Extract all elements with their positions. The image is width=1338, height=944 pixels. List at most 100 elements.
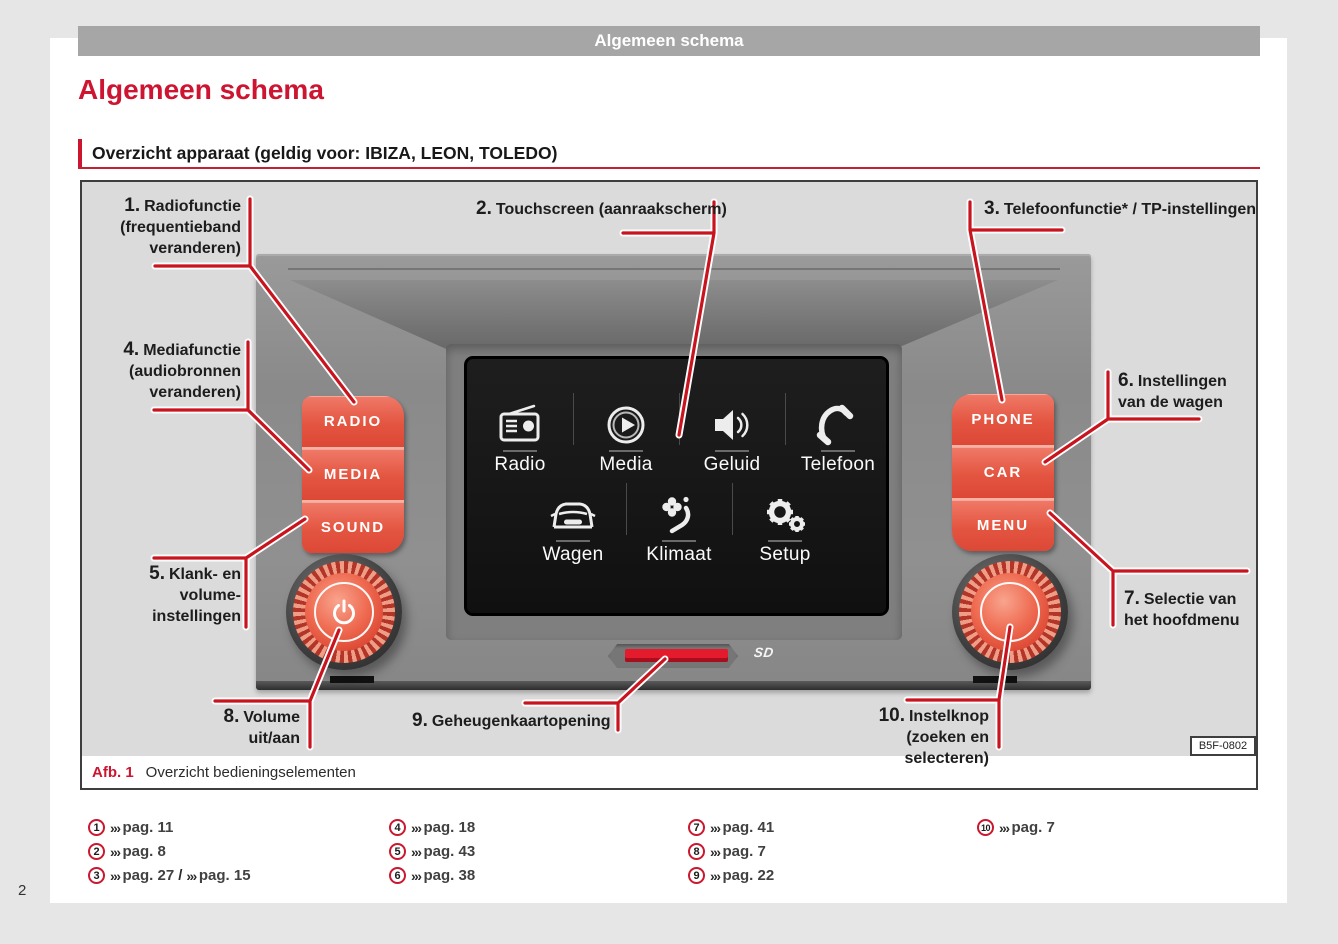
phone-button[interactable]: PHONE (952, 394, 1054, 447)
media-button[interactable]: MEDIA (302, 449, 404, 502)
callout-1: 1.Radiofunctie (frequentieband verandere… (120, 195, 241, 257)
car-button[interactable]: CAR (952, 447, 1054, 500)
tile-underline (768, 540, 802, 542)
touchscreen[interactable]: Radio Media (464, 356, 889, 616)
reference-chevrons: ››› (110, 819, 121, 836)
sd-logo: SD (752, 645, 775, 660)
ref-number-badge: 3 (88, 867, 105, 884)
climate-fan-icon (655, 481, 703, 537)
screen-tile-setup[interactable]: Setup (732, 481, 838, 577)
reference-chevrons: ››› (110, 867, 121, 884)
reference-chevrons: ››› (999, 819, 1010, 836)
reference-5: 5 ››› pag. 43 (389, 843, 475, 860)
figure-caption: Afb. 1 Overzicht bedieningselementen (82, 756, 1256, 788)
ref-number-badge: 8 (688, 843, 705, 860)
ref-page-link[interactable]: pag. 41 (722, 819, 775, 836)
reference-chevrons: ››› (110, 843, 121, 860)
figure-code: B5F-0802 (1190, 736, 1256, 756)
sound-button[interactable]: SOUND (302, 502, 404, 553)
tile-label: Telefoon (800, 454, 876, 475)
ref-number-badge: 7 (688, 819, 705, 836)
page-number: 2 (18, 882, 27, 899)
screen-tile-media[interactable]: Media (573, 391, 679, 487)
ref-page-link[interactable]: pag. 18 (423, 819, 476, 836)
reference-chevrons: ››› (411, 843, 422, 860)
running-header: Algemeen schema (78, 26, 1260, 56)
callout-10: 10.Instelknop (zoeken en selecteren) (878, 705, 989, 767)
screen-tile-radio[interactable]: Radio (467, 391, 573, 487)
callout-5: 5.Klank- en volume- instellingen (149, 563, 241, 625)
ref-number-badge: 2 (88, 843, 105, 860)
left-button-column: RADIO MEDIA SOUND (302, 396, 404, 553)
tile-label: Radio (494, 454, 546, 475)
figure-caption-label: Afb. 1 (92, 763, 134, 781)
device-groove (288, 268, 1060, 270)
reference-chevrons: ››› (411, 867, 422, 884)
radio-icon (496, 391, 544, 447)
subtitle-accent-bar (78, 139, 82, 167)
callout-3: 3.Telefoonfunctie* / TP-instellingen (984, 198, 1257, 219)
ref-page-link[interactable]: pag. 38 (423, 867, 476, 884)
ref-page-link[interactable]: pag. 8 (122, 843, 166, 860)
screen-row-1: Radio Media (467, 391, 892, 487)
figure-box: Radio Media (80, 180, 1258, 790)
ref-page-link[interactable]: pag. 7 (722, 843, 766, 860)
screen-divider (785, 393, 786, 445)
reference-4: 4 ››› pag. 18 (389, 819, 475, 836)
sd-card-slot[interactable] (625, 649, 728, 662)
tile-label: Geluid (703, 454, 761, 475)
right-button-column: PHONE CAR MENU (952, 394, 1054, 551)
screen-tile-car[interactable]: Wagen (520, 481, 626, 577)
speaker-icon (708, 391, 756, 447)
reference-chevrons: ››› (710, 819, 721, 836)
radio-button[interactable]: RADIO (302, 396, 404, 449)
tile-underline (609, 450, 643, 452)
ref-page-link[interactable]: pag. 27 (122, 867, 175, 884)
ref-page-link[interactable]: pag. 22 (722, 867, 775, 884)
reference-3: 3 ››› pag. 27 / ››› pag. 15 (88, 867, 251, 884)
ref-number-badge: 5 (389, 843, 406, 860)
tile-label: Klimaat (646, 544, 712, 565)
tile-underline (556, 540, 590, 542)
tile-underline (662, 540, 696, 542)
menu-button[interactable]: MENU (952, 500, 1054, 551)
reference-7: 7 ››› pag. 41 (688, 819, 774, 836)
tile-underline (503, 450, 537, 452)
device-foot-mark (330, 676, 374, 683)
screen-row-2: Wagen (520, 481, 840, 577)
device-bottom-edge (256, 681, 1091, 690)
callout-6: 6.Instellingen van de wagen (1118, 370, 1227, 411)
ref-page-link[interactable]: pag. 15 (198, 867, 251, 884)
ref-number-badge: 4 (389, 819, 406, 836)
reference-chevrons: ››› (710, 867, 721, 884)
screen-tile-phone[interactable]: Telefoon (785, 391, 891, 487)
power-icon (314, 582, 374, 642)
tile-underline (715, 450, 749, 452)
selector-knob[interactable] (952, 554, 1068, 670)
reference-chevrons: ››› (710, 843, 721, 860)
section-subtitle: Overzicht apparaat (geldig voor: IBIZA, … (92, 143, 558, 163)
figure-caption-text: Overzicht bedieningselementen (145, 763, 356, 781)
callout-2: 2.Touchscreen (aanraakscherm) (476, 198, 727, 219)
ref-number-badge: 1 (88, 819, 105, 836)
screen-divider (679, 393, 680, 445)
ref-page-link[interactable]: pag. 43 (423, 843, 476, 860)
head-unit-device: Radio Media (256, 254, 1091, 690)
callout-4: 4.Mediafunctie (audiobronnen veranderen) (123, 339, 241, 401)
subtitle-rule (78, 167, 1260, 169)
reference-chevrons: ››› (186, 867, 197, 884)
ref-page-link[interactable]: pag. 11 (122, 819, 174, 836)
screen-tile-climate[interactable]: Klimaat (626, 481, 732, 577)
knob-ring (980, 582, 1040, 642)
tile-underline (821, 450, 855, 452)
callout-8: 8.Volume uit/aan (223, 706, 300, 747)
volume-power-knob[interactable] (286, 554, 402, 670)
reference-2: 2 ››› pag. 8 (88, 843, 166, 860)
callout-7: 7.Selectie van het hoofdmenu (1124, 588, 1240, 629)
ref-number-badge: 9 (688, 867, 705, 884)
ref-page-link[interactable]: pag. 7 (1011, 819, 1055, 836)
page-title: Algemeen schema (78, 74, 324, 105)
screen-tile-sound[interactable]: Geluid (679, 391, 785, 487)
tile-label: Media (599, 454, 653, 475)
reference-8: 8 ››› pag. 7 (688, 843, 766, 860)
